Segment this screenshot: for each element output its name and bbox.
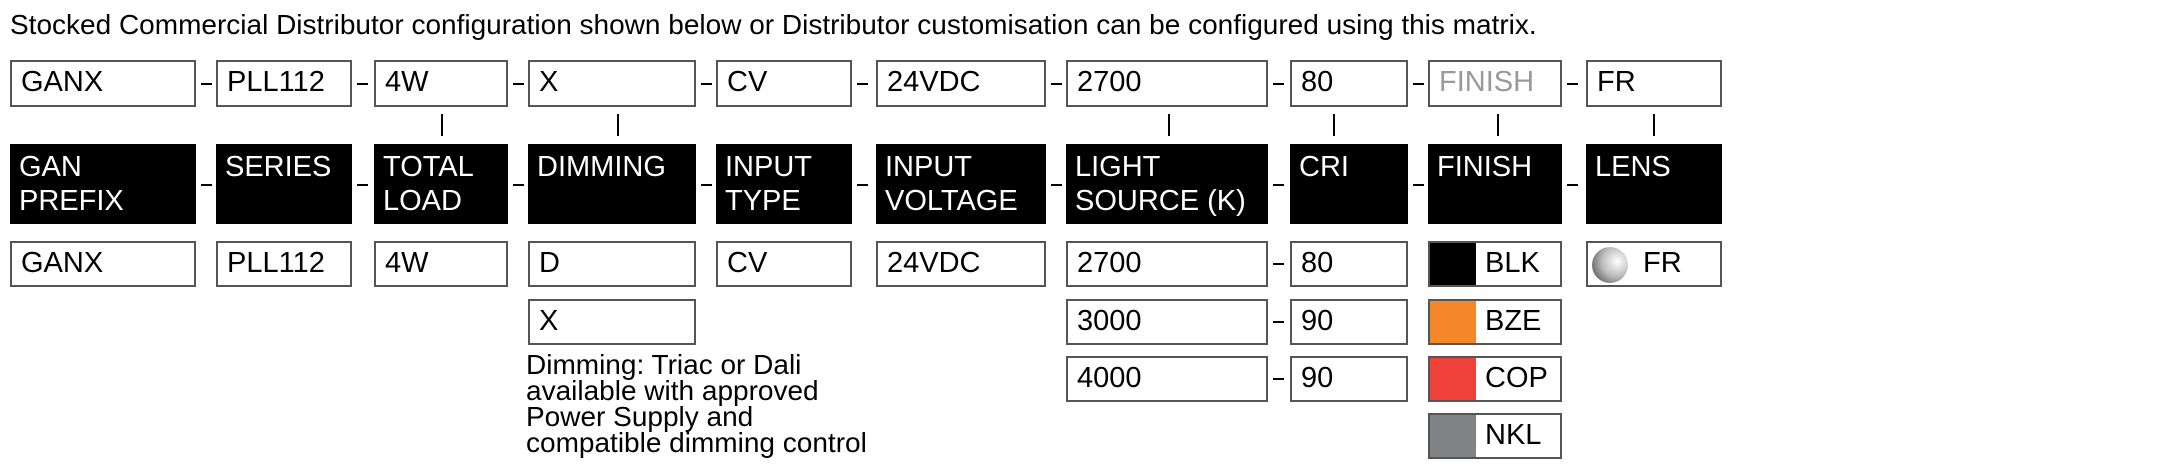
header-finish: FINISH	[1428, 144, 1562, 224]
dash	[1273, 184, 1284, 186]
header-lens: LENS	[1586, 144, 1722, 224]
finish-option: COP	[1428, 356, 1562, 402]
top-cri: 80	[1290, 60, 1408, 107]
finish-swatch-blk	[1430, 243, 1476, 285]
top-input-voltage: 24VDC	[876, 60, 1046, 107]
option-series: PLL112	[216, 241, 352, 287]
top-finish: FINISH	[1428, 60, 1562, 107]
connector-line	[1333, 114, 1335, 136]
connector-line	[617, 114, 619, 136]
dash	[201, 83, 212, 85]
finish-swatch-nkl	[1430, 415, 1476, 457]
finish-option: BZE	[1428, 299, 1562, 345]
dash	[857, 83, 868, 85]
dash	[357, 184, 368, 186]
top-dimming: X	[528, 60, 696, 107]
header-dimming: DIMMING	[528, 144, 696, 224]
header-series: SERIES	[216, 144, 352, 224]
connector-line	[1168, 114, 1170, 136]
dash	[1273, 321, 1284, 323]
option-light-source: 2700	[1066, 241, 1268, 287]
option-total-load: 4W	[374, 241, 508, 287]
option-dimming: D	[528, 241, 696, 287]
connector-line	[1653, 114, 1655, 136]
dash	[513, 83, 524, 85]
finish-option: NKL	[1428, 413, 1562, 459]
dimming-note: Dimming: Triac or Dali available with ap…	[526, 349, 867, 458]
header-cri: CRI	[1290, 144, 1408, 224]
dash	[201, 184, 212, 186]
top-input-type: CV	[716, 60, 852, 107]
dash	[1273, 263, 1284, 265]
finish-option: BLK	[1428, 241, 1562, 287]
connector-line	[1497, 114, 1499, 136]
top-gan-prefix: GANX	[10, 60, 196, 107]
dash	[1273, 83, 1284, 85]
top-lens: FR	[1586, 60, 1722, 107]
dash	[1413, 83, 1424, 85]
option-input-voltage: 24VDC	[876, 241, 1046, 287]
option-gan-prefix: GANX	[10, 241, 196, 287]
top-light-source: 2700	[1066, 60, 1268, 107]
top-series: PLL112	[216, 60, 352, 107]
option-light-source: 4000	[1066, 356, 1268, 402]
option-cri: 90	[1290, 356, 1408, 402]
option-input-type: CV	[716, 241, 852, 287]
dash	[701, 83, 712, 85]
dash	[1567, 83, 1578, 85]
option-light-source: 3000	[1066, 299, 1268, 345]
dash	[1273, 378, 1284, 380]
option-cri: 90	[1290, 299, 1408, 345]
dash	[1567, 184, 1578, 186]
dash	[1051, 83, 1062, 85]
dash	[701, 184, 712, 186]
connector-line	[441, 114, 443, 136]
dash	[513, 184, 524, 186]
dash	[857, 184, 868, 186]
dash	[1413, 184, 1424, 186]
option-dimming: X	[528, 299, 696, 345]
dash	[1051, 184, 1062, 186]
finish-swatch-bze	[1430, 301, 1476, 343]
top-total-load: 4W	[374, 60, 508, 107]
option-cri: 80	[1290, 241, 1408, 287]
dash	[357, 83, 368, 85]
lens-option: FR	[1586, 241, 1722, 287]
intro-text: Stocked Commercial Distributor configura…	[10, 9, 1537, 40]
finish-swatch-cop	[1430, 358, 1476, 400]
frosted-lens-icon	[1592, 247, 1628, 283]
